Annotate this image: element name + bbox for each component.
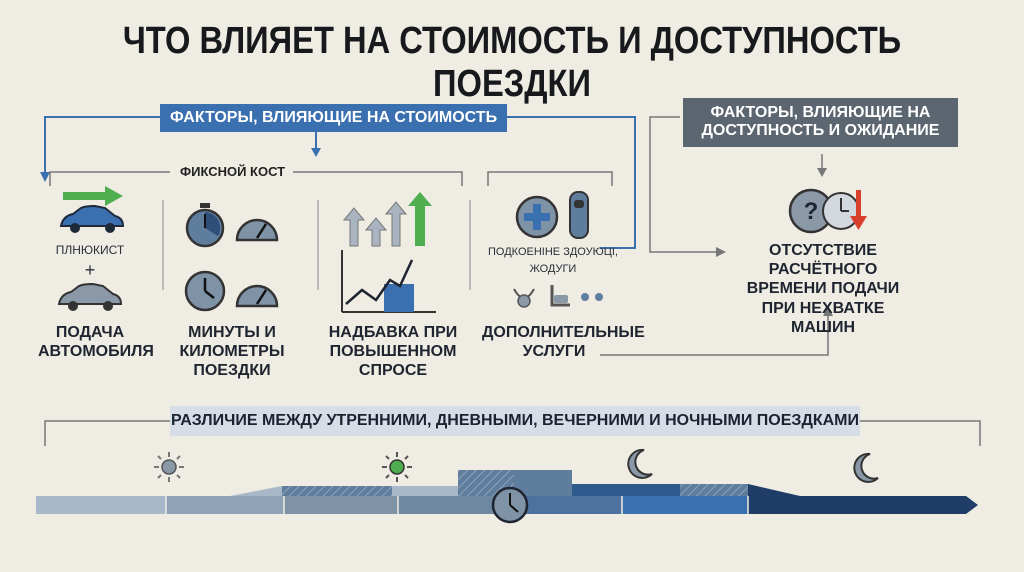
plus-circle-icon [515,195,559,239]
pickup-label: ПОДАЧА АВТОМОБИЛЯ [38,324,154,361]
clock-icon [184,270,226,312]
speedometer-icon [235,218,279,242]
car-arrow-icon [59,186,125,233]
evening-moon-icon [627,448,653,479]
car-seat-icon [569,191,589,239]
stopwatch-icon [185,203,225,248]
timeline-banner: РАЗЛИЧИЕ МЕЖДУ УТРЕННИМИ, ДНЕВНЫМИ, ВЕЧЕ… [170,406,860,436]
dots-icon [581,293,603,301]
extra-services-label: ДОПОЛНИТЕЛЬНЫЕ УСЛУГИ [482,324,645,361]
child-seat-icon [550,285,570,307]
car-sublabel: ПЛНЮКИСТ [55,243,125,257]
night-moon-icon [853,452,879,483]
cost-factors-header: ФАКТОРЫ, ВЛИЯЮЩИЕ НА СТОИМОСТЬ [160,104,508,133]
minutes-km-label: МИНУТЫ И КИЛОМЕТРЫ ПОЕЗДКИ [179,324,285,380]
page-title: ЧТО ВЛИЯЕТ НА СТОИМОСТЬ И ДОСТУПНОСТЬ ПО… [122,20,902,105]
morning-sun-icon [154,452,184,482]
extra-services-sublabel: ПОДКОЕНІНЕ ЗДОУЮЦІ, ЖОДУГИ [488,246,618,275]
rising-arrows-icon [342,192,432,247]
day-sun-icon [382,452,412,482]
car-icon [57,282,123,311]
surge-label: НАДБАВКА ПРИ ПОВЫШЕННОМ СПРОСЕ [328,324,458,380]
speedometer-icon [235,284,279,308]
question-clock-icon: ? [788,188,867,234]
svg-text:?: ? [804,198,819,225]
surge-chart-icon [341,250,436,313]
no-eta-label: ОТСУТСТВИЕ РАСЧЁТНОГО ВРЕМЕНИ ПОДАЧИ ПРИ… [746,242,900,336]
availability-factors-header: ФАКТОРЫ, ВЛИЯЮЩИЕ НА ДОСТУПНОСТЬ И ОЖИДА… [683,98,958,147]
time-of-day-timeline [36,470,978,524]
fixed-cost-label: ФИКСНОЙ КОСТ [172,164,294,179]
pet-icon [513,288,535,308]
plus-sign: + [84,260,96,280]
